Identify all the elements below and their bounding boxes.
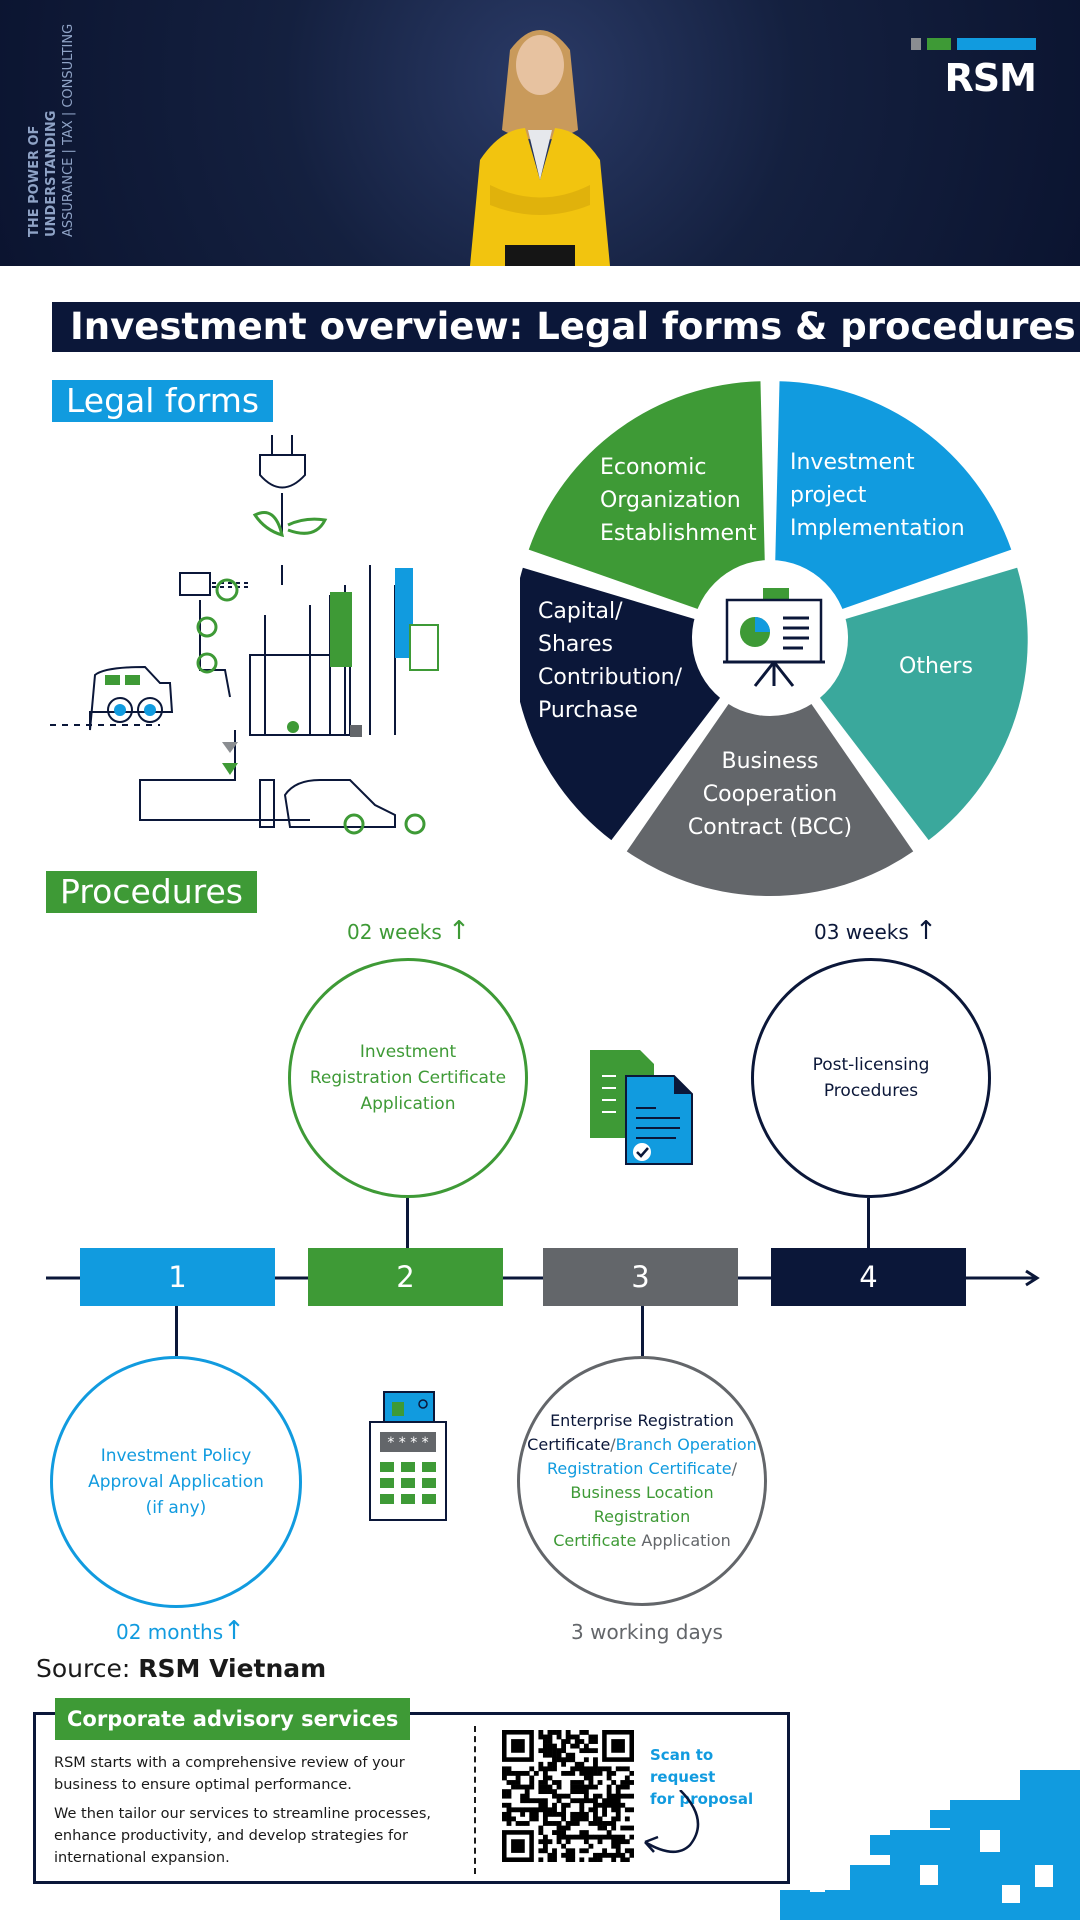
- wedge-capital-contribution: [528, 381, 767, 634]
- step-title-line: Application: [360, 1094, 456, 1114]
- label-line: Others: [899, 654, 973, 679]
- presentation-board-icon: [723, 588, 825, 687]
- step-title-part: Certificate: [527, 1435, 611, 1454]
- scan-line: for proposal: [650, 1790, 754, 1808]
- step-4-box: 4: [771, 1248, 966, 1306]
- step-title-part: /: [610, 1435, 616, 1454]
- step-title-line: Investment Policy: [100, 1446, 252, 1466]
- step-title-line: Registration Certificate: [309, 1068, 507, 1088]
- label-line: project: [790, 483, 867, 508]
- legal-forms-pie: [520, 381, 1028, 896]
- step-2-circle: Investment Registration Certificate Appl…: [288, 958, 528, 1198]
- label-line: Business: [721, 749, 819, 774]
- industry-illustration: [50, 435, 439, 835]
- step-title-part: Branch Operation: [615, 1435, 757, 1454]
- label-line: Shares: [538, 632, 613, 657]
- label-line: Implementation: [790, 516, 965, 541]
- hero-banner: THE POWER OF UNDERSTANDING ASSURANCE | T…: [0, 0, 1080, 266]
- tagline-line-1: THE POWER OF UNDERSTANDING: [27, 110, 59, 237]
- rsm-logo: RSM: [944, 56, 1037, 100]
- up-arrow-icon: ↑: [448, 916, 470, 946]
- step-title-line: (if any): [145, 1498, 207, 1518]
- label-line: Purchase: [538, 698, 638, 723]
- label-line: Investment: [790, 450, 915, 475]
- connector-1: [175, 1306, 178, 1356]
- source-name: RSM Vietnam: [138, 1654, 327, 1683]
- corporate-paragraph-1: RSM starts with a comprehensive review o…: [54, 1755, 405, 1793]
- step-4-duration: 03 weeks ↑: [814, 916, 937, 946]
- step-title-line: Post-licensing: [812, 1055, 930, 1075]
- scan-line: Scan to request: [650, 1746, 716, 1786]
- svg-text:* * * *: * * * *: [387, 1435, 428, 1451]
- label-line: Economic: [600, 455, 707, 480]
- step-1-duration: 02 months↑: [116, 1616, 245, 1646]
- wedge-economic-organization: [773, 381, 1012, 634]
- dashed-divider: [474, 1726, 476, 1874]
- connector-3: [641, 1306, 644, 1356]
- qr-code[interactable]: [502, 1730, 634, 1862]
- label-line: Contract (BCC): [687, 815, 853, 840]
- corporate-advisory-tag: Corporate advisory services: [55, 1698, 411, 1740]
- up-arrow-icon: ↑: [915, 916, 937, 946]
- label-line: Capital/: [538, 599, 623, 624]
- legal-forms-heading: Legal forms: [52, 380, 274, 422]
- curved-arrow-icon: [644, 1790, 700, 1853]
- legal-form-bcc: Business Cooperation Contract (BCC): [670, 745, 870, 844]
- step-title-part: Business Location Registration: [570, 1483, 714, 1526]
- source-line: Source: RSM Vietnam: [36, 1654, 326, 1683]
- legal-form-investment-project: Investment project Implementation: [790, 446, 965, 545]
- connector-4: [867, 1198, 870, 1248]
- step-2-box: 2: [308, 1248, 503, 1306]
- legal-form-economic-organization: Economic Organization Establishment: [600, 451, 757, 550]
- step-title-part: Enterprise Registration: [550, 1411, 734, 1430]
- scan-to-request-text: Scan to request for proposal: [650, 1744, 770, 1810]
- rsm-logo-bars: [911, 38, 1036, 50]
- step-title-part: /: [731, 1459, 738, 1478]
- step-2-duration: 02 weeks ↑: [347, 916, 470, 946]
- page-title: Investment overview: Legal forms & proce…: [52, 302, 1080, 352]
- label-line: Establishment: [600, 521, 757, 546]
- duration-text: 02 months: [116, 1620, 224, 1644]
- wedge-others: [626, 644, 914, 896]
- consultant-photo: [470, 30, 610, 266]
- step-3-box: 3: [543, 1248, 738, 1306]
- corporate-advisory-box: [33, 1712, 790, 1884]
- step-title-line: Approval Application: [88, 1472, 264, 1492]
- legal-form-others: Others: [899, 650, 973, 683]
- label-line: Contribution/: [538, 665, 683, 690]
- documents-icon: [590, 1050, 693, 1165]
- pixel-pattern-decoration: [780, 1770, 1080, 1920]
- label-line: Cooperation: [702, 782, 838, 807]
- tagline-line-2: ASSURANCE | TAX | CONSULTING: [61, 23, 76, 237]
- step-title-part: Registration Certificate: [546, 1459, 732, 1478]
- source-prefix: Source:: [36, 1654, 131, 1683]
- step-3-circle: Enterprise Registration Certificate/Bran…: [517, 1356, 767, 1606]
- step-title-part: Application: [641, 1531, 731, 1550]
- brand-tagline: THE POWER OF UNDERSTANDING ASSURANCE | T…: [26, 0, 77, 237]
- duration-text: 02 weeks: [347, 920, 442, 944]
- step-1-circle: Investment Policy Approval Application (…: [50, 1356, 302, 1608]
- step-4-circle: Post-licensing Procedures: [751, 958, 991, 1198]
- step-1-box: 1: [80, 1248, 275, 1306]
- step-title-line: Investment: [359, 1042, 457, 1062]
- connector-2: [406, 1198, 409, 1248]
- duration-text: 03 weeks: [814, 920, 909, 944]
- label-line: Organization: [600, 488, 741, 513]
- legal-form-capital-contribution: Capital/ Shares Contribution/ Purchase: [538, 595, 682, 727]
- step-3-duration: 3 working days: [571, 1620, 723, 1644]
- corporate-paragraph-2: We then tailor our services to streamlin…: [54, 1806, 431, 1866]
- step-title-line: Procedures: [823, 1081, 919, 1101]
- payment-terminal-icon: * * * *: [369, 1391, 447, 1521]
- procedures-heading: Procedures: [46, 871, 257, 913]
- step-title-part: Certificate: [553, 1531, 637, 1550]
- up-arrow-icon: ↑: [223, 1616, 245, 1646]
